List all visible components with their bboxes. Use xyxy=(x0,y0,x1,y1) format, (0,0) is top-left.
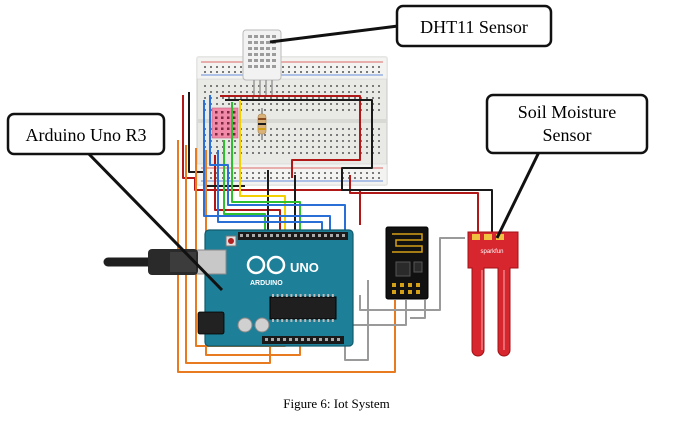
wire-blue-3 xyxy=(217,150,323,232)
label-dht11-text: DHT11 Sensor xyxy=(420,17,528,37)
esp8266-wifi-module xyxy=(385,226,429,300)
soil-moisture-sensor: sparkfun xyxy=(467,231,519,357)
wire-black-2 xyxy=(225,99,493,238)
figure-caption: Figure 6: Iot System xyxy=(283,396,390,411)
label-arduino: Arduino Uno R3 xyxy=(6,112,166,156)
arduino-header-pins xyxy=(240,234,345,341)
wire-red-3 xyxy=(349,175,479,238)
chip-legs xyxy=(272,294,334,322)
header-pins xyxy=(215,111,236,136)
jumper-header xyxy=(211,107,239,139)
callout-lines xyxy=(83,24,542,292)
wire-gray-1 xyxy=(359,237,465,311)
arduino-logo: UNO ARDUINO xyxy=(246,255,319,287)
wire-blue-2 xyxy=(203,100,331,232)
wires xyxy=(177,92,493,373)
callout-line-soil xyxy=(495,149,542,239)
callout-line-arduino xyxy=(83,148,224,292)
arduino-logo-text: UNO xyxy=(290,260,319,275)
wire-blue-1 xyxy=(209,95,346,232)
arduino-brand-text: ARDUINO xyxy=(250,280,283,287)
label-soil-line2: Sensor xyxy=(543,125,592,145)
wire-red-2 xyxy=(220,95,361,178)
dht11-grill xyxy=(248,35,276,68)
wire-gray-3 xyxy=(410,300,426,319)
resistor xyxy=(257,108,267,140)
label-arduino-text: Arduino Uno R3 xyxy=(26,125,147,145)
callout-line-dht11 xyxy=(269,24,399,44)
label-dht11: DHT11 Sensor xyxy=(395,4,553,48)
label-soil-line1: Soil Moisture xyxy=(518,102,617,122)
wire-yellow xyxy=(239,100,286,232)
esp8266-pins xyxy=(392,283,420,294)
soil-board-brand: sparkfun xyxy=(480,249,503,255)
label-soil-moisture: Soil Moisture Sensor xyxy=(485,93,649,155)
usb-cable xyxy=(103,249,198,275)
